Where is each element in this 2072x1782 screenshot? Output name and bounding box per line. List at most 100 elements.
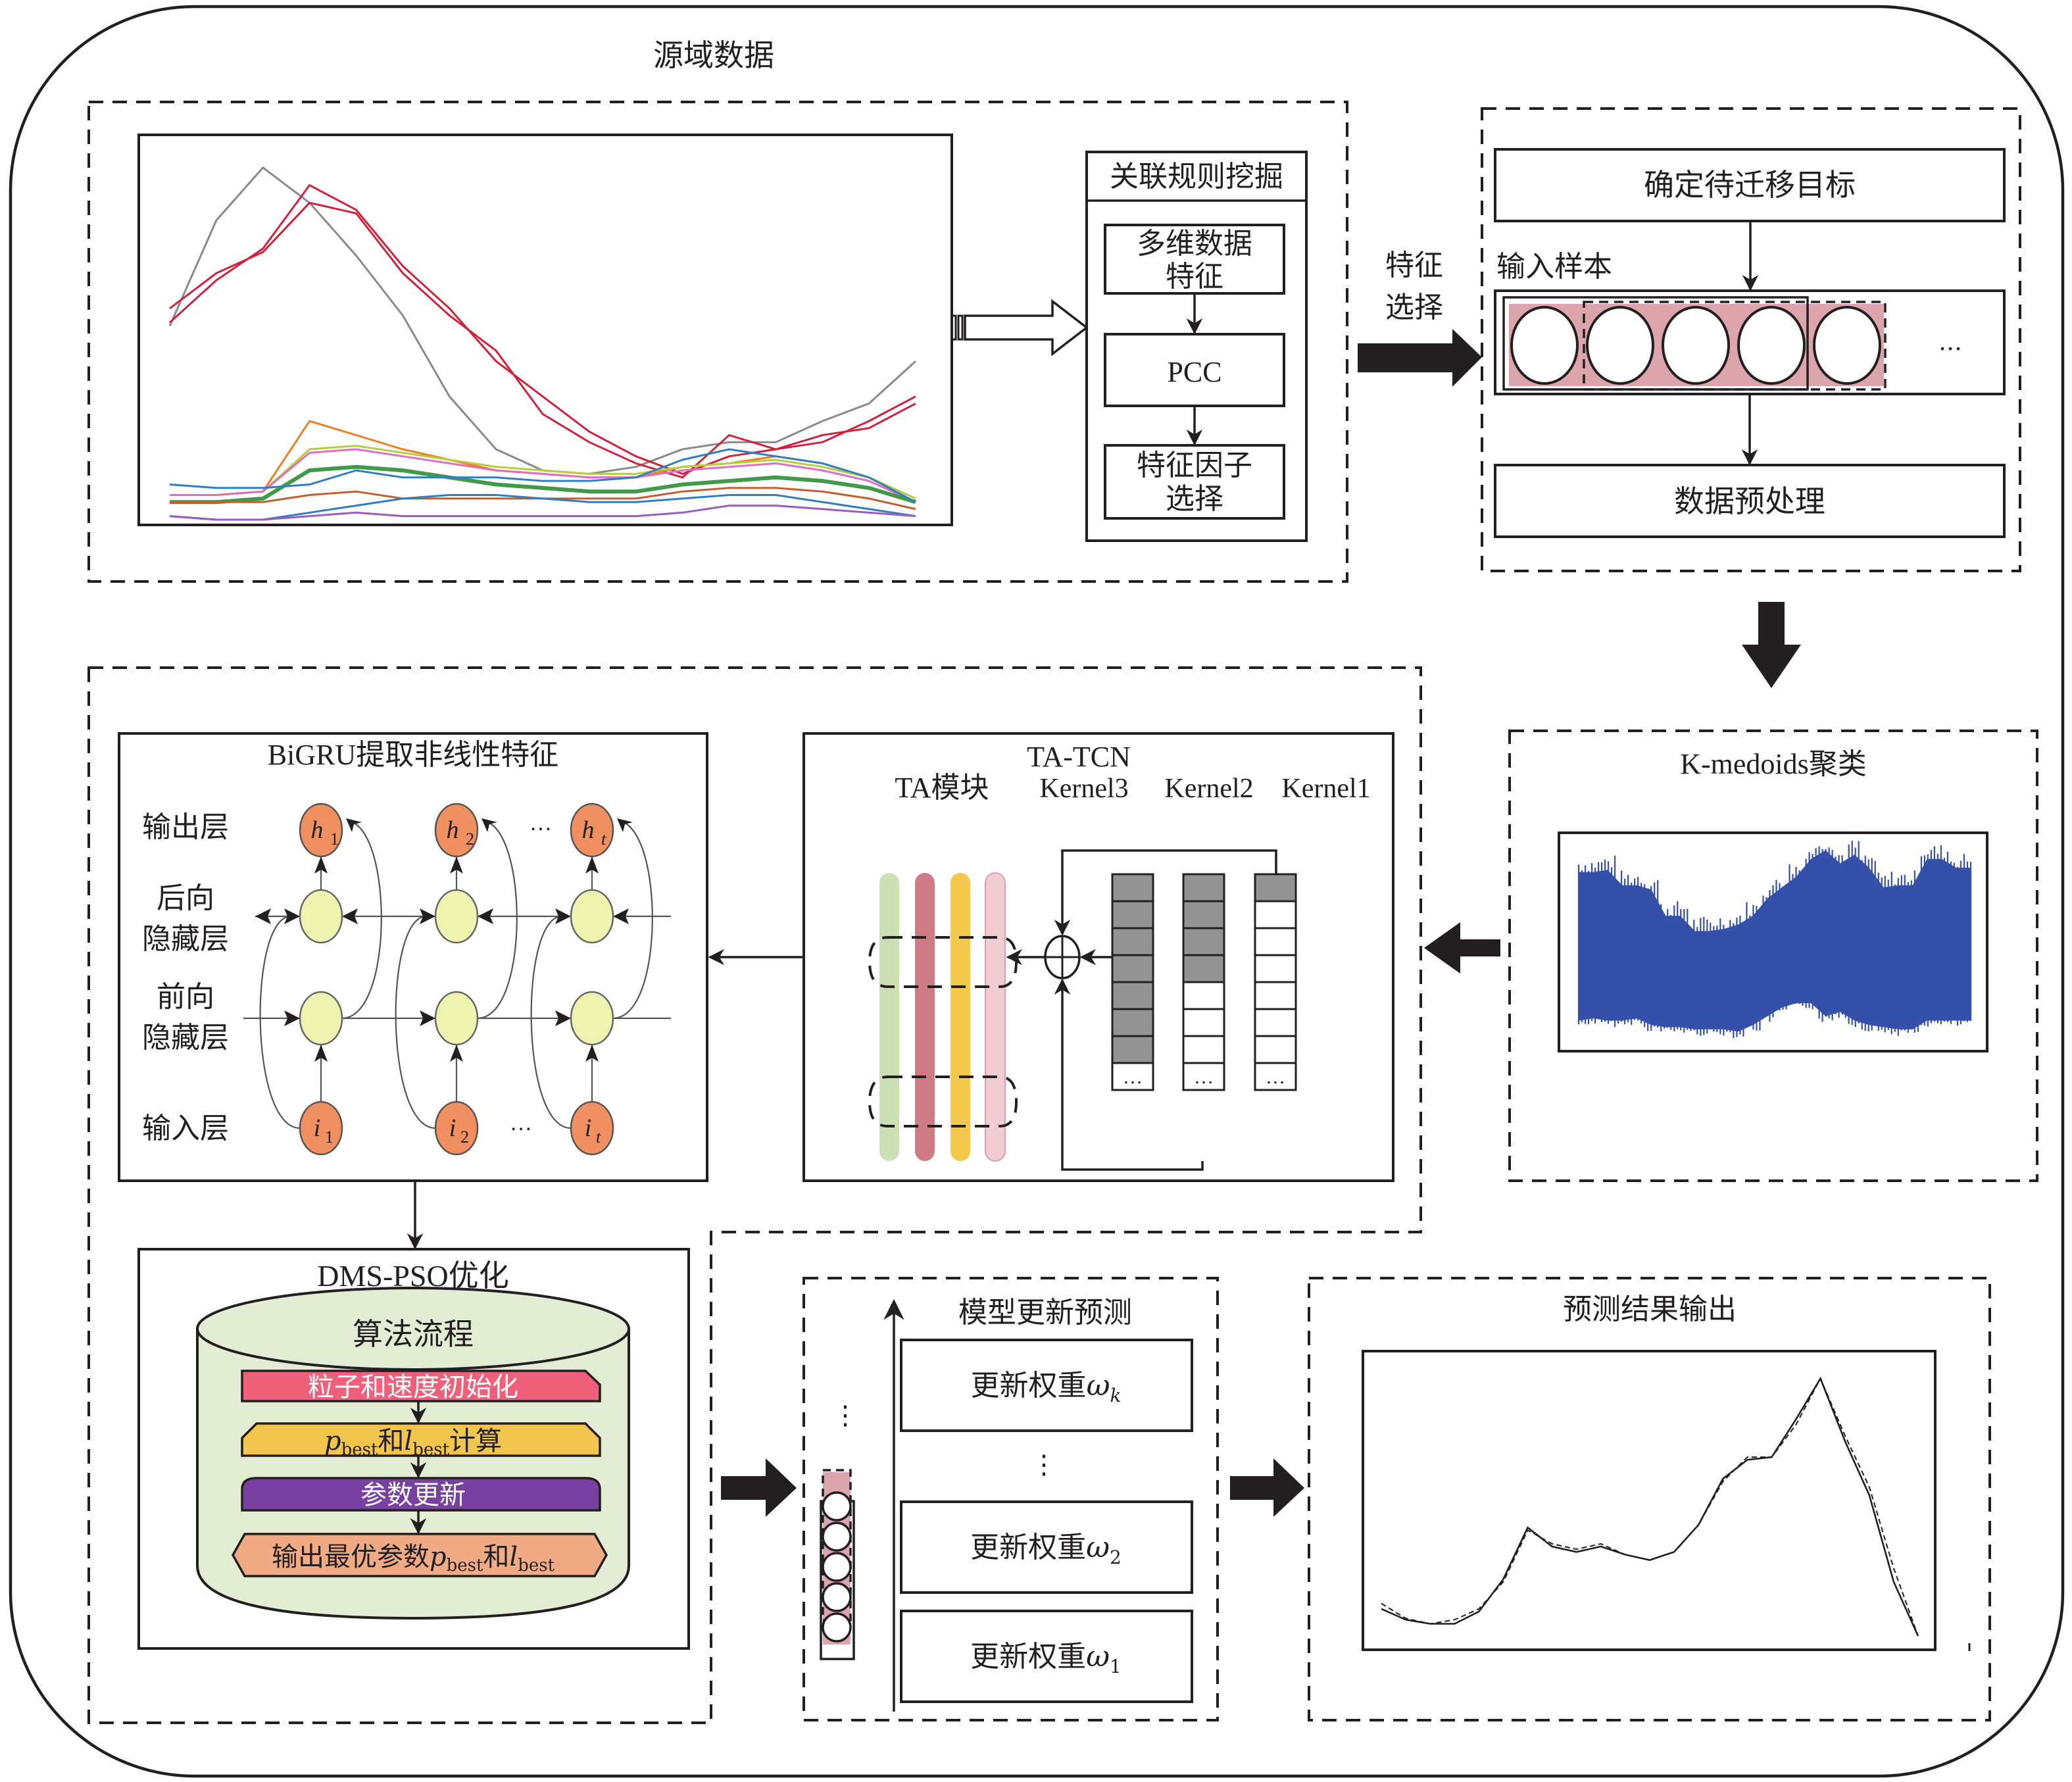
arrow-head	[342, 908, 358, 924]
result-dashed-region	[1308, 1277, 1991, 1721]
input-node	[434, 1101, 479, 1156]
ta-attention-bar	[915, 873, 935, 1161]
kernel-cell	[1182, 900, 1225, 929]
arrow-head	[450, 1045, 463, 1062]
bigru-title: BiGRU提取非线性特征	[268, 739, 558, 771]
arrow-head	[617, 818, 633, 832]
arrow-head	[478, 908, 493, 924]
source-series-green	[170, 464, 916, 505]
kernel-cell	[1111, 1035, 1154, 1064]
weight-box	[900, 1339, 1193, 1432]
down-arrow-icon	[1742, 602, 1801, 688]
output-node-subscript: t	[601, 829, 606, 849]
input-node-label: i	[585, 1114, 592, 1142]
arrow-head	[420, 908, 435, 924]
input-node-subscript: 2	[460, 1127, 469, 1147]
kernel-cell	[1254, 873, 1297, 903]
input-to-backward-link	[530, 915, 572, 1129]
kernel-cell	[1254, 981, 1297, 1010]
kernel-cell	[1111, 1062, 1154, 1091]
tatcn-body: ………	[868, 849, 1297, 1171]
source-series-pink	[170, 448, 916, 503]
arrow-head	[613, 908, 629, 924]
kernel-cell	[1254, 954, 1297, 983]
arrow-head	[585, 856, 599, 874]
kernel-cell	[1111, 873, 1154, 903]
pso-step-init-label: 粒子和速度初始化	[308, 1372, 518, 1402]
bigru-box	[118, 732, 708, 1182]
kernel1-label: Kernel1	[1281, 774, 1370, 804]
output-node-subscript: 1	[330, 829, 339, 849]
feature-selection-arrow-icon	[1358, 329, 1482, 387]
input-ellipsis: …	[510, 1111, 532, 1135]
kernel3-label: Kernel3	[1039, 774, 1128, 804]
kernel-cell	[1111, 900, 1154, 929]
input-node	[570, 1101, 614, 1156]
bigru-label-input: 输入层	[142, 1112, 229, 1145]
kernel-cell	[1182, 1008, 1225, 1037]
kernel-cell	[1182, 954, 1225, 983]
result-series-predicted	[1381, 1377, 1919, 1637]
preprocess-box-label: 数据预处理	[1674, 483, 1825, 519]
right-arrow-icon-result	[1230, 1458, 1304, 1517]
pso-step-output	[231, 1533, 608, 1577]
bigru-label-output: 输出层	[142, 810, 229, 844]
source-line-chart	[168, 166, 917, 521]
arrow-head	[314, 1045, 328, 1062]
pso-step-best	[241, 1422, 601, 1457]
right-arrow-icon-update	[721, 1458, 797, 1517]
kmedoids-title: K-medoids聚类	[1680, 748, 1867, 780]
kernel-cell	[1182, 981, 1225, 1010]
ta-focus-window	[868, 936, 1018, 988]
result-title: 预测结果输出	[1563, 1293, 1737, 1326]
output-node	[299, 803, 343, 858]
update-title: 模型更新预测	[958, 1296, 1132, 1329]
source-series-purple	[169, 505, 916, 521]
output-node-label: h	[447, 816, 459, 844]
mining-step-3-line-1: 特征因子	[1137, 449, 1252, 482]
source-series-yellow-green	[170, 445, 916, 500]
pso-step-update-label: 参数更新	[360, 1480, 466, 1510]
arrow-head	[555, 908, 571, 924]
transfer-dashed-region	[1481, 107, 2021, 572]
ta-attention-bar	[879, 873, 899, 1161]
ta-attention-bar	[950, 873, 970, 1161]
left-arrow-icon	[1424, 922, 1500, 974]
bigru-label-forward-2: 隐藏层	[142, 1021, 229, 1054]
sample-window-dashed	[1583, 301, 1887, 391]
forward-hidden-node	[434, 991, 479, 1046]
kernel-cell	[1254, 1035, 1297, 1064]
kernel-ellipsis: …	[1266, 1066, 1285, 1088]
arrow-head	[481, 818, 497, 832]
pso-step-best-label: pbest和lbest计算	[324, 1426, 502, 1460]
input-to-backward-link	[259, 915, 301, 1129]
ta-attention-bar	[985, 872, 1006, 1162]
arrow-head	[255, 908, 271, 924]
bigru-label-backward-2: 隐藏层	[142, 922, 229, 956]
kernel2-to-sum-path	[1054, 978, 1204, 1171]
weight-box-label: 更新权重ω2	[970, 1531, 1122, 1568]
update-sample-circle	[822, 1582, 852, 1612]
output-node	[434, 803, 479, 858]
update-samples-vdots: ⋮	[832, 1400, 858, 1431]
input-sample-label: 输入样本	[1496, 250, 1612, 284]
output-node-label: h	[311, 816, 324, 844]
kernel-cell	[1111, 981, 1154, 1010]
backward-hidden-node	[570, 889, 614, 944]
kernel-cell	[1182, 1035, 1225, 1064]
kernel-cell	[1111, 927, 1154, 956]
input-to-backward-link	[395, 915, 436, 1129]
kernel-cell	[1111, 954, 1154, 983]
kernel-cell	[1254, 927, 1297, 956]
backward-hidden-node	[299, 889, 343, 944]
forward-to-output-link	[612, 820, 653, 1020]
target-box-label: 确定待迁移目标	[1644, 167, 1856, 203]
bigru-label-backward-1: 后向	[157, 881, 214, 915]
forward-hidden-node	[570, 991, 614, 1046]
kernel2-label: Kernel2	[1164, 774, 1253, 804]
kernel-cell	[1182, 927, 1225, 956]
kmedoids-band	[1579, 850, 1971, 1032]
source-dashed-region	[87, 101, 1348, 583]
kmedoids-dashed-region	[1508, 730, 2038, 1182]
